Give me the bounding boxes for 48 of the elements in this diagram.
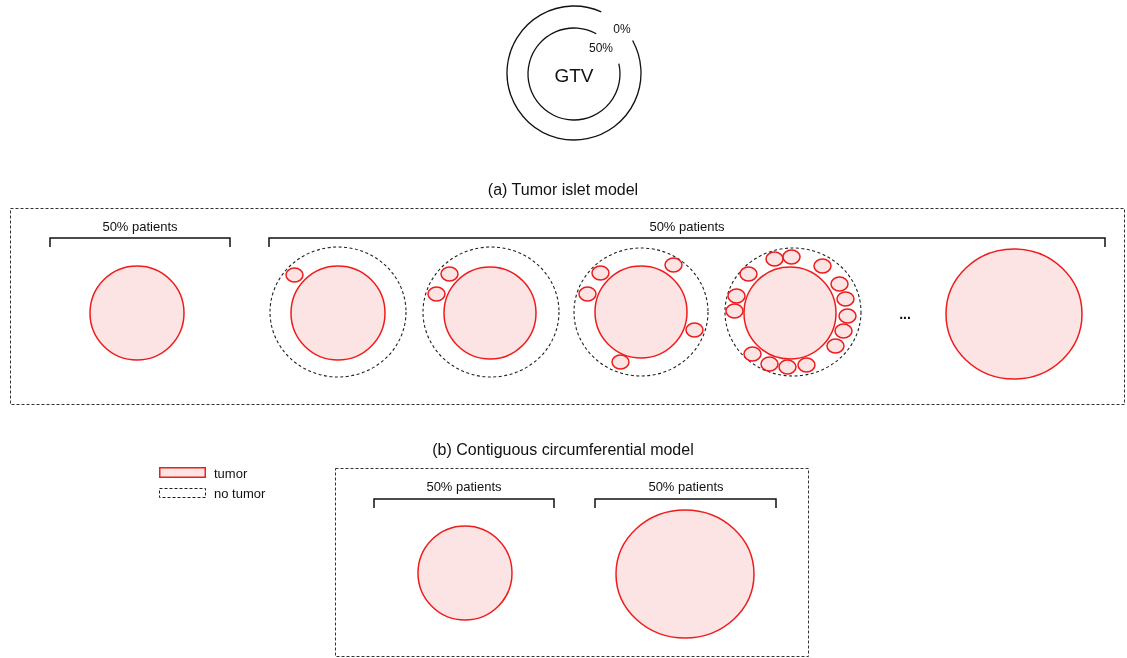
tumor-circle bbox=[443, 266, 537, 360]
islet-circle bbox=[284, 267, 304, 283]
tumor-circle bbox=[89, 265, 185, 361]
margin-circle bbox=[724, 247, 862, 377]
margin-circle bbox=[269, 246, 407, 378]
contour-label: 0% bbox=[613, 23, 631, 35]
dose-contour-ring bbox=[506, 5, 642, 141]
islet-circle bbox=[738, 266, 758, 282]
volume-label: GTV bbox=[554, 65, 594, 85]
margin-circle bbox=[422, 246, 560, 378]
bracket-label: 50% patients bbox=[426, 479, 502, 493]
islet-circle bbox=[610, 354, 630, 370]
islet-circle bbox=[796, 357, 816, 373]
islet-circle bbox=[777, 359, 797, 375]
legend-label: no tumor bbox=[214, 486, 266, 500]
islet-circle bbox=[812, 258, 832, 274]
islet-circle bbox=[684, 322, 704, 338]
islet-circle bbox=[837, 308, 857, 324]
islet-circle bbox=[835, 291, 855, 307]
panel-title: (a) Tumor islet model bbox=[487, 182, 639, 198]
islet-circle bbox=[726, 288, 746, 304]
islet-circle bbox=[833, 323, 853, 339]
islet-circle bbox=[742, 346, 762, 362]
tumor-circle bbox=[615, 509, 755, 639]
margin-circle bbox=[573, 247, 709, 377]
islet-circle bbox=[426, 286, 446, 302]
legend-label: tumor bbox=[214, 466, 248, 479]
islet-circle bbox=[663, 257, 683, 273]
contour-label: 50% bbox=[589, 42, 613, 54]
bracket-label: 50% patients bbox=[648, 479, 724, 493]
tumor-circle bbox=[743, 266, 837, 360]
islet-circle bbox=[781, 249, 801, 265]
tumor-circle bbox=[594, 265, 688, 359]
ellipsis-text: ... bbox=[899, 307, 911, 321]
islet-circle bbox=[439, 266, 459, 282]
islet-circle bbox=[590, 265, 610, 281]
tumor-circle bbox=[290, 265, 386, 361]
tumor-circle bbox=[945, 248, 1083, 380]
islet-circle bbox=[764, 251, 784, 267]
islet-circle bbox=[577, 286, 597, 302]
islet-circle bbox=[829, 276, 849, 292]
tumor-circle bbox=[417, 525, 513, 621]
islet-circle bbox=[759, 356, 779, 372]
islet-circle bbox=[825, 338, 845, 354]
bracket-label: 50% patients bbox=[102, 219, 178, 233]
panel-title: (b) Contiguous circumferential model bbox=[432, 442, 694, 458]
bracket-label: 50% patients bbox=[649, 219, 725, 233]
islet-circle bbox=[724, 303, 744, 319]
